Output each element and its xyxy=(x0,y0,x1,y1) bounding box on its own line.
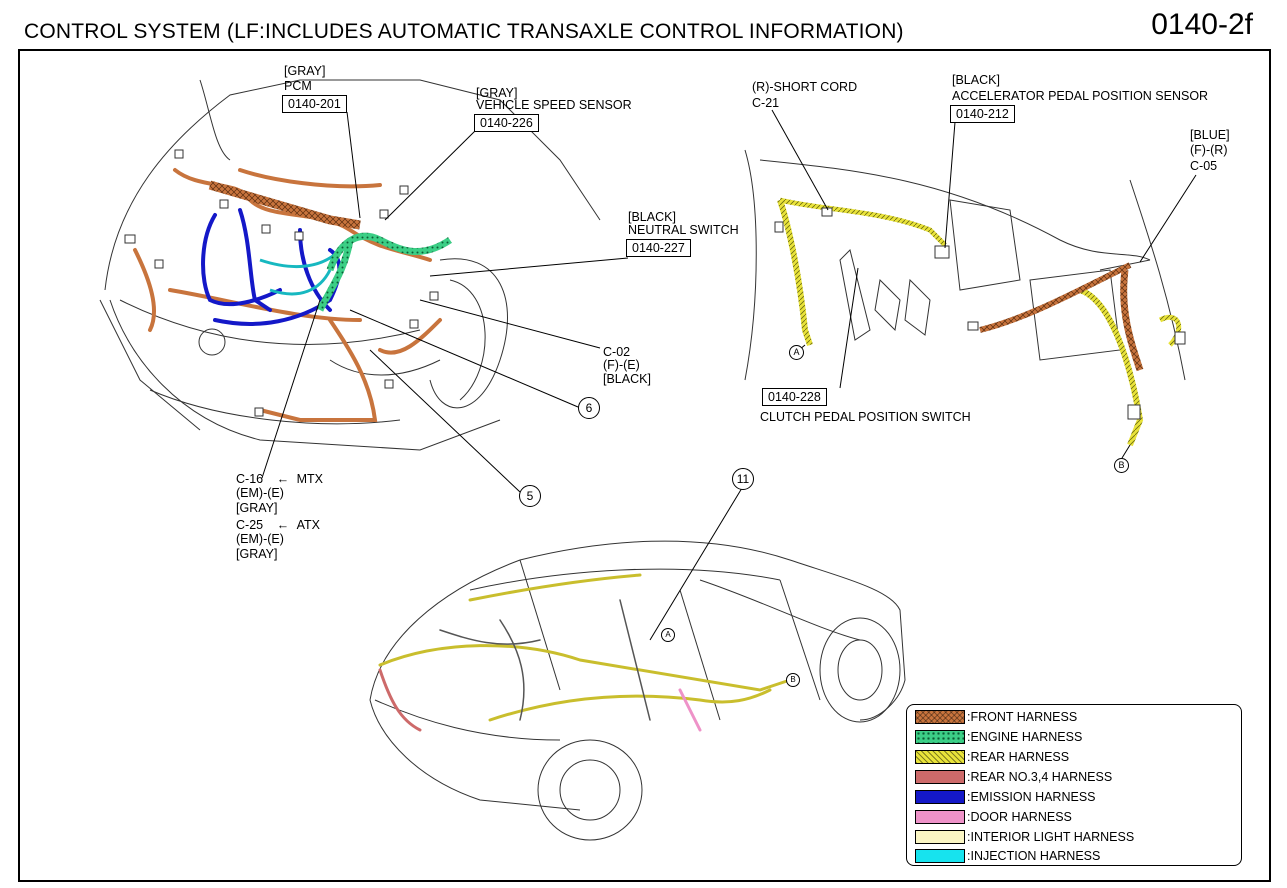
diagram-frame xyxy=(18,49,1271,882)
front-harness-trunk xyxy=(208,180,361,230)
engine-bay-drawing xyxy=(99,79,601,451)
swatch-injection xyxy=(915,849,965,863)
short-cord-label: (R)-SHORT CORD xyxy=(752,80,858,94)
legend-row-door: :DOOR HARNESS xyxy=(915,809,1072,825)
c16-code-text: C-16 xyxy=(236,472,264,486)
c02-code: C-02 xyxy=(603,345,631,359)
interior-connectors xyxy=(774,207,1186,420)
vehicle-harnesses xyxy=(378,573,792,732)
legend-row-interior-light: :INTERIOR LIGHT HARNESS xyxy=(915,829,1134,845)
neutral-ref-box[interactable]: 0140-227 xyxy=(626,239,691,257)
c05-type: (F)-(R) xyxy=(1190,143,1228,157)
legend-label: :INTERIOR LIGHT HARNESS xyxy=(967,830,1135,844)
c05-color: [BLUE] xyxy=(1190,128,1230,142)
vss-color: [GRAY] xyxy=(476,86,518,100)
c16-type: (EM)-(E) xyxy=(236,486,284,500)
interior-mark-b: B xyxy=(1114,458,1129,473)
pcm-label: PCM xyxy=(284,79,312,93)
legend-row-emission: :EMISSION HARNESS xyxy=(915,789,1096,805)
c16-code: C-16 ← MTX xyxy=(236,472,323,487)
callout-5: 5 xyxy=(519,485,541,507)
swatch-emission xyxy=(915,790,965,804)
page-code: 0140-2f xyxy=(1151,8,1253,41)
c25-trans: ATX xyxy=(296,518,320,532)
legend-label: :EMISSION HARNESS xyxy=(967,790,1096,804)
c02-type: (F)-(E) xyxy=(603,358,640,372)
interior-front-harness xyxy=(979,262,1132,333)
short-cord-code: C-21 xyxy=(752,96,780,110)
vehicle-drawing xyxy=(369,540,906,841)
engine-leader-lines xyxy=(261,111,629,493)
legend-label: :FRONT HARNESS xyxy=(967,710,1078,724)
app-sensor-ref-box[interactable]: 0140-212 xyxy=(950,105,1015,123)
vehicle-leader-lines xyxy=(649,487,743,641)
c16-arrow: ← xyxy=(276,472,290,486)
legend-label: :REAR HARNESS xyxy=(967,750,1070,764)
c25-color: [GRAY] xyxy=(236,547,278,561)
legend-label: :INJECTION HARNESS xyxy=(967,849,1101,863)
c25-arrow: ← xyxy=(276,518,290,532)
swatch-door xyxy=(915,810,965,824)
legend-row-engine: :ENGINE HARNESS xyxy=(915,729,1082,745)
neutral-color: [BLACK] xyxy=(628,210,676,224)
legend-row-front: :FRONT HARNESS xyxy=(915,709,1077,725)
page-title: CONTROL SYSTEM (LF:INCLUDES AUTOMATIC TR… xyxy=(24,20,904,43)
c25-code: C-25 ← ATX xyxy=(236,518,320,533)
c25-code-text: C-25 xyxy=(236,518,264,532)
swatch-front xyxy=(915,710,965,724)
c05-code: C-05 xyxy=(1190,159,1218,173)
legend-row-rear: :REAR HARNESS xyxy=(915,749,1069,765)
vehicle-mark-a: A xyxy=(661,628,675,642)
swatch-interior-light xyxy=(915,830,965,844)
c16-trans: MTX xyxy=(296,472,323,486)
clutch-label: CLUTCH PEDAL POSITION SWITCH xyxy=(760,410,971,424)
legend-label: :DOOR HARNESS xyxy=(967,810,1072,824)
legend-label: :REAR NO.3,4 HARNESS xyxy=(967,770,1113,784)
swatch-engine xyxy=(915,730,965,744)
interior-mark-a: A xyxy=(789,345,804,360)
interior-leader-lines xyxy=(771,109,1197,459)
vss-label: VEHICLE SPEED SENSOR xyxy=(476,98,632,112)
engine-harness-injection xyxy=(259,248,342,296)
vss-ref-box[interactable]: 0140-226 xyxy=(474,114,539,132)
vehicle-mark-b: B xyxy=(786,673,800,687)
engine-harness-trunk xyxy=(326,232,452,272)
harness-legend: :FRONT HARNESS :ENGINE HARNESS :REAR HAR… xyxy=(906,704,1242,866)
swatch-rear xyxy=(915,750,965,764)
c02-color: [BLACK] xyxy=(603,372,651,386)
clutch-ref-box[interactable]: 0140-228 xyxy=(762,388,827,406)
swatch-rear34 xyxy=(915,770,965,784)
legend-label: :ENGINE HARNESS xyxy=(967,730,1083,744)
callout-11: 11 xyxy=(732,468,754,490)
legend-row-rear34: :REAR NO.3,4 HARNESS xyxy=(915,769,1112,785)
callout-6: 6 xyxy=(578,397,600,419)
c25-type: (EM)-(E) xyxy=(236,532,284,546)
pcm-ref-box[interactable]: 0140-201 xyxy=(282,95,347,113)
app-sensor-color: [BLACK] xyxy=(952,73,1000,87)
app-sensor-label: ACCELERATOR PEDAL POSITION SENSOR xyxy=(952,89,1209,103)
interior-rear-harness xyxy=(777,199,813,346)
legend-row-injection: :INJECTION HARNESS xyxy=(915,848,1100,864)
pcm-color: [GRAY] xyxy=(284,64,326,78)
neutral-label: NEUTRAL SWITCH xyxy=(628,223,739,237)
engine-connectors xyxy=(124,149,439,417)
c16-color: [GRAY] xyxy=(236,501,278,515)
